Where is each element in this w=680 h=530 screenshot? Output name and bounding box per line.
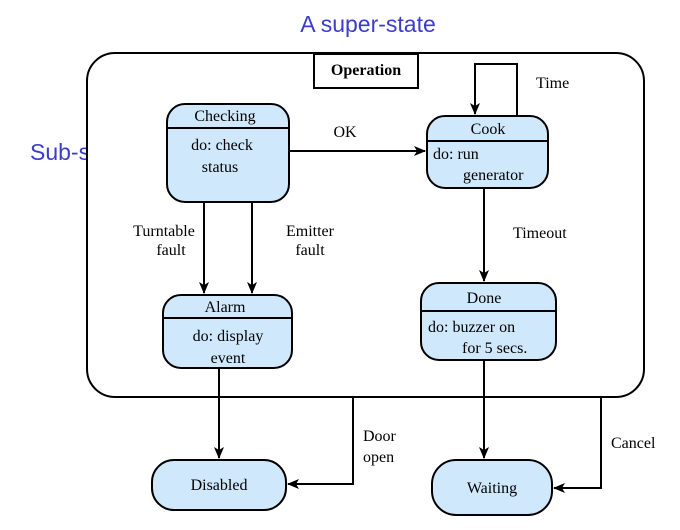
transition-door-open-label-1: Door xyxy=(363,428,397,445)
transition-door-open-arrow xyxy=(287,397,354,489)
checking-activity-2: status xyxy=(202,159,238,176)
transition-turntable-fault-label-1: Turntable xyxy=(133,223,195,240)
alarm-title: Alarm xyxy=(205,299,246,316)
waiting-title: Waiting xyxy=(467,480,517,497)
transition-emitter-fault-label-1: Emitter xyxy=(286,223,335,240)
transition-cancel-label: Cancel xyxy=(611,435,656,452)
state-checking: Checking do: check status xyxy=(166,103,290,203)
transition-cancel-arrow xyxy=(553,397,602,493)
state-waiting: Waiting xyxy=(431,459,553,516)
cook-title: Cook xyxy=(471,121,506,138)
operation-label: Operation xyxy=(331,62,401,79)
done-title: Done xyxy=(467,290,502,307)
transition-ok-label: OK xyxy=(333,124,357,141)
checking-title: Checking xyxy=(194,108,255,125)
alarm-activity-1: do: display xyxy=(193,328,264,345)
state-alarm: Alarm do: display event xyxy=(162,294,293,369)
state-cook: Cook do: run generator xyxy=(426,115,549,189)
operation-name-box: Operation xyxy=(313,53,419,89)
alarm-activity-2: event xyxy=(211,350,246,367)
transition-turntable-fault-label-2: fault xyxy=(156,242,186,259)
state-done: Done do: buzzer on for 5 secs. xyxy=(420,282,557,361)
cook-activity-2: generator xyxy=(463,167,524,184)
checking-activity-1: do: check xyxy=(191,137,253,154)
transition-emitter-fault-label-2: fault xyxy=(295,242,325,259)
super-state-annotation: A super-state xyxy=(300,11,436,37)
transition-door-open-label-2: open xyxy=(363,449,394,466)
state-disabled: Disabled xyxy=(151,459,287,511)
transition-timeout-label: Timeout xyxy=(513,225,567,242)
transition-time-label: Time xyxy=(536,75,569,92)
disabled-title: Disabled xyxy=(191,477,248,494)
transition-time-arrow xyxy=(470,63,518,116)
done-activity-2: for 5 secs. xyxy=(462,340,527,357)
done-activity-1: do: buzzer on xyxy=(428,319,515,336)
cook-activity-1: do: run xyxy=(433,146,479,163)
